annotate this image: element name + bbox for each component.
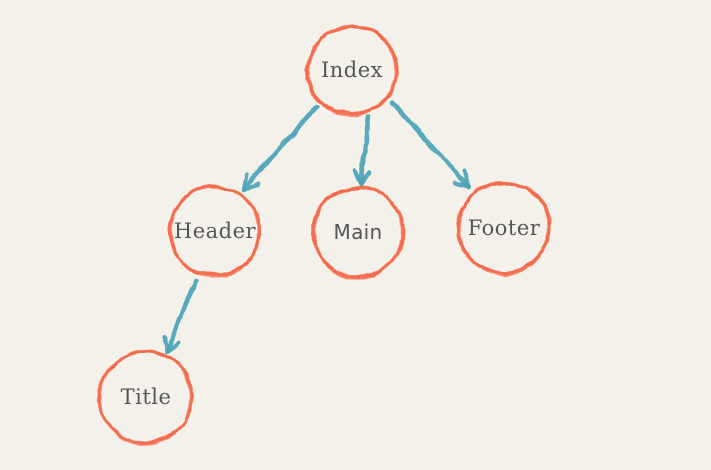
edge-index-footer bbox=[389, 99, 472, 190]
node-circle-outline bbox=[99, 349, 193, 446]
node-footer: Footer bbox=[456, 181, 552, 276]
edge-shaft bbox=[357, 114, 372, 187]
node-circle-outline bbox=[458, 181, 550, 276]
node-header: Header bbox=[168, 184, 262, 279]
node-index: Index bbox=[305, 24, 399, 117]
node-main: Main bbox=[310, 185, 406, 280]
node-label-header: Header bbox=[174, 219, 257, 243]
node-label-main: Main bbox=[334, 220, 383, 244]
node-circle-outline bbox=[312, 185, 404, 280]
arrowhead-icon bbox=[162, 334, 180, 354]
arrowhead-icon bbox=[352, 167, 371, 187]
node-label-index: Index bbox=[321, 58, 383, 82]
node-title: Title bbox=[97, 349, 195, 446]
edge-shaft bbox=[241, 103, 320, 193]
edge-header-title bbox=[162, 277, 199, 354]
edge-index-header bbox=[241, 103, 320, 193]
node-circle-outline bbox=[170, 184, 260, 279]
edge-index-main bbox=[352, 114, 372, 187]
node-circle-outline bbox=[307, 24, 397, 117]
node-label-title: Title bbox=[121, 385, 172, 409]
edge-shaft bbox=[389, 99, 472, 190]
arrowhead-icon bbox=[241, 172, 262, 193]
edge-shaft bbox=[163, 277, 199, 354]
node-label-footer: Footer bbox=[468, 216, 541, 240]
arrowhead-icon bbox=[451, 169, 472, 190]
